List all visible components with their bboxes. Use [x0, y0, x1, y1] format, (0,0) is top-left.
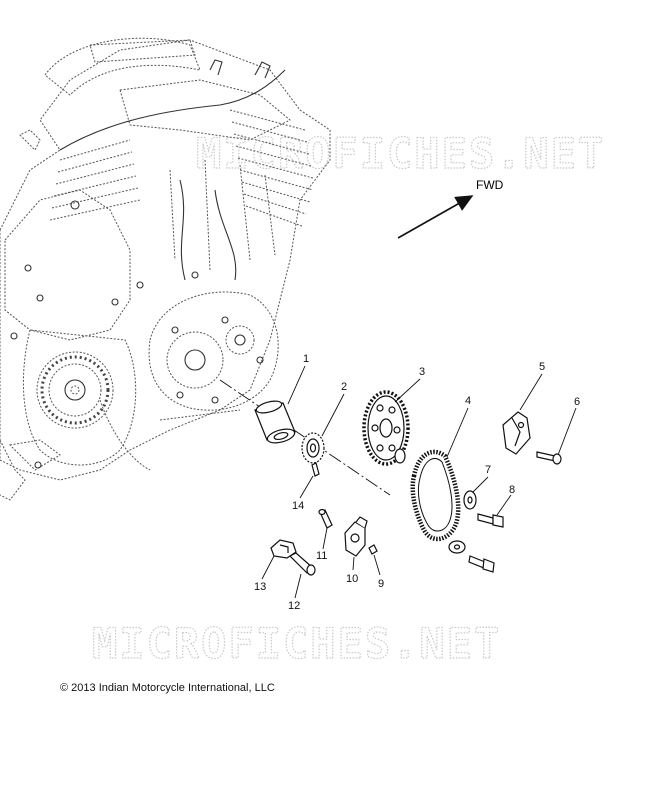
part-1-sleeve [254, 400, 296, 444]
callouts: 1 2 3 4 5 6 7 8 9 10 11 12 13 14 [254, 353, 580, 612]
part-9-nut [368, 544, 378, 555]
callout-11: 11 [316, 550, 327, 562]
part-6-bolt [536, 451, 562, 465]
engine-illustration [0, 37, 331, 501]
leader-lines [261, 365, 577, 599]
part-2-gear [301, 432, 325, 464]
forward-arrow-icon [397, 195, 474, 239]
callout-3: 3 [419, 366, 425, 378]
callout-10: 10 [346, 573, 358, 585]
callout-8: 8 [509, 484, 515, 496]
callout-12: 12 [288, 600, 300, 612]
part-3-cam-sprocket [362, 390, 410, 466]
part-4-chain [410, 449, 461, 542]
part-8-bolt [477, 513, 504, 528]
callout-5: 5 [539, 361, 545, 373]
part-7-washer [463, 490, 477, 510]
part-11-bolt [318, 508, 333, 529]
part-12-bolt [288, 552, 316, 576]
part-8-bolt-lower [468, 555, 495, 573]
callout-4: 4 [465, 395, 471, 407]
callout-13: 13 [254, 581, 266, 593]
watermark-bottom: MICROFICHES.NET [92, 619, 501, 668]
direction-label: FWD [476, 178, 504, 192]
callout-1: 1 [303, 353, 309, 365]
part-7-washer-lower [448, 540, 466, 554]
copyright-text: © 2013 Indian Motorcycle International, … [60, 682, 275, 694]
callout-7: 7 [485, 464, 491, 476]
part-5-tensioner [502, 411, 531, 455]
callout-2: 2 [341, 381, 347, 393]
assembly-centerline [219, 379, 391, 496]
part-14-pin [311, 462, 320, 477]
callout-6: 6 [574, 396, 580, 408]
part-10-bracket [344, 516, 368, 557]
watermark-top: MICROFICHES.NET [196, 129, 605, 178]
part-13-sensor [270, 539, 297, 559]
callout-14: 14 [292, 500, 304, 512]
callout-9: 9 [378, 578, 384, 590]
